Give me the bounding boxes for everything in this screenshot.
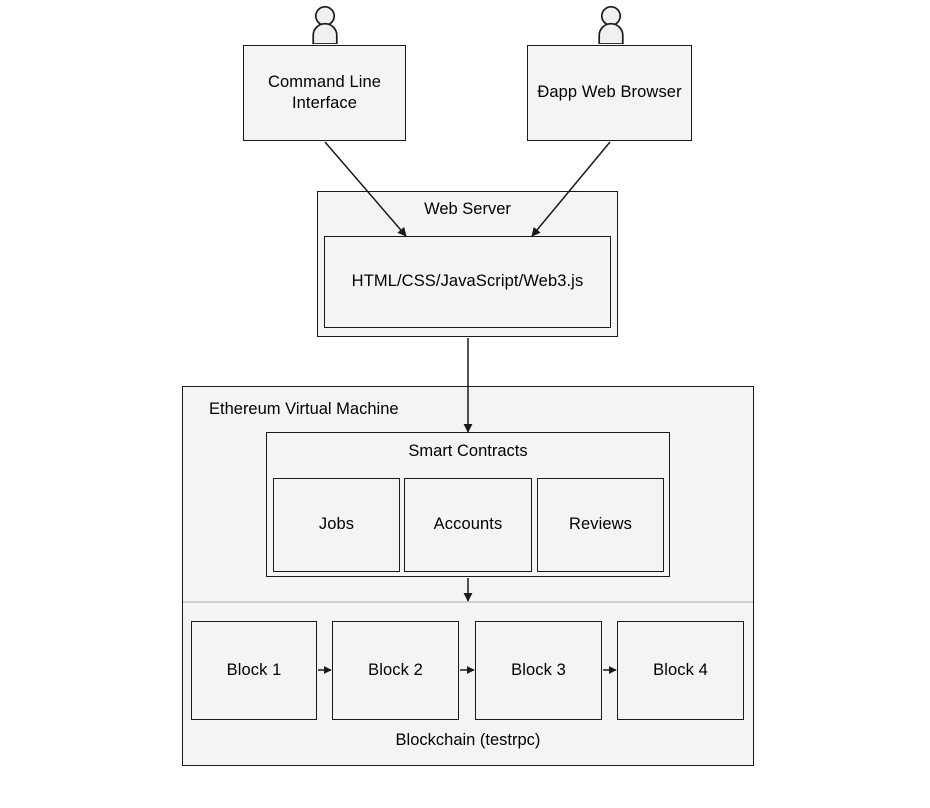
node-label: Reviews xyxy=(568,515,633,534)
blockchain-label: Blockchain (testrpc) xyxy=(395,731,541,749)
node-block-3[interactable]: Block 3 xyxy=(475,621,602,720)
node-label: Block 1 xyxy=(226,660,282,679)
node-block-2[interactable]: Block 2 xyxy=(332,621,459,720)
evm-blockchain-divider xyxy=(183,601,753,603)
person-icon xyxy=(596,4,626,49)
smart-contracts-label: Smart Contracts xyxy=(408,442,528,460)
node-contract-jobs[interactable]: Jobs xyxy=(273,478,400,572)
node-label: HTML/CSS/JavaScript/Web3.js xyxy=(351,272,584,291)
node-dapp-web-browser[interactable]: Ðapp Web Browser xyxy=(527,45,692,141)
node-contract-accounts[interactable]: Accounts xyxy=(404,478,532,572)
person-icon xyxy=(310,4,340,49)
node-label: Block 4 xyxy=(653,660,708,679)
evm-label: Ethereum Virtual Machine xyxy=(209,400,399,418)
node-label: Jobs xyxy=(318,515,355,534)
node-block-1[interactable]: Block 1 xyxy=(191,621,317,720)
node-web-stack[interactable]: HTML/CSS/JavaScript/Web3.js xyxy=(324,236,611,328)
node-label: Block 3 xyxy=(511,660,566,679)
node-command-line-interface[interactable]: Command Line Interface xyxy=(243,45,406,141)
node-label: Command Line Interface xyxy=(267,72,382,112)
node-label: Ðapp Web Browser xyxy=(537,83,682,102)
node-label: Accounts xyxy=(433,515,503,534)
node-block-4[interactable]: Block 4 xyxy=(617,621,744,720)
node-label: Block 2 xyxy=(368,660,423,679)
node-contract-reviews[interactable]: Reviews xyxy=(537,478,664,572)
web-server-label: Web Server xyxy=(424,200,511,218)
